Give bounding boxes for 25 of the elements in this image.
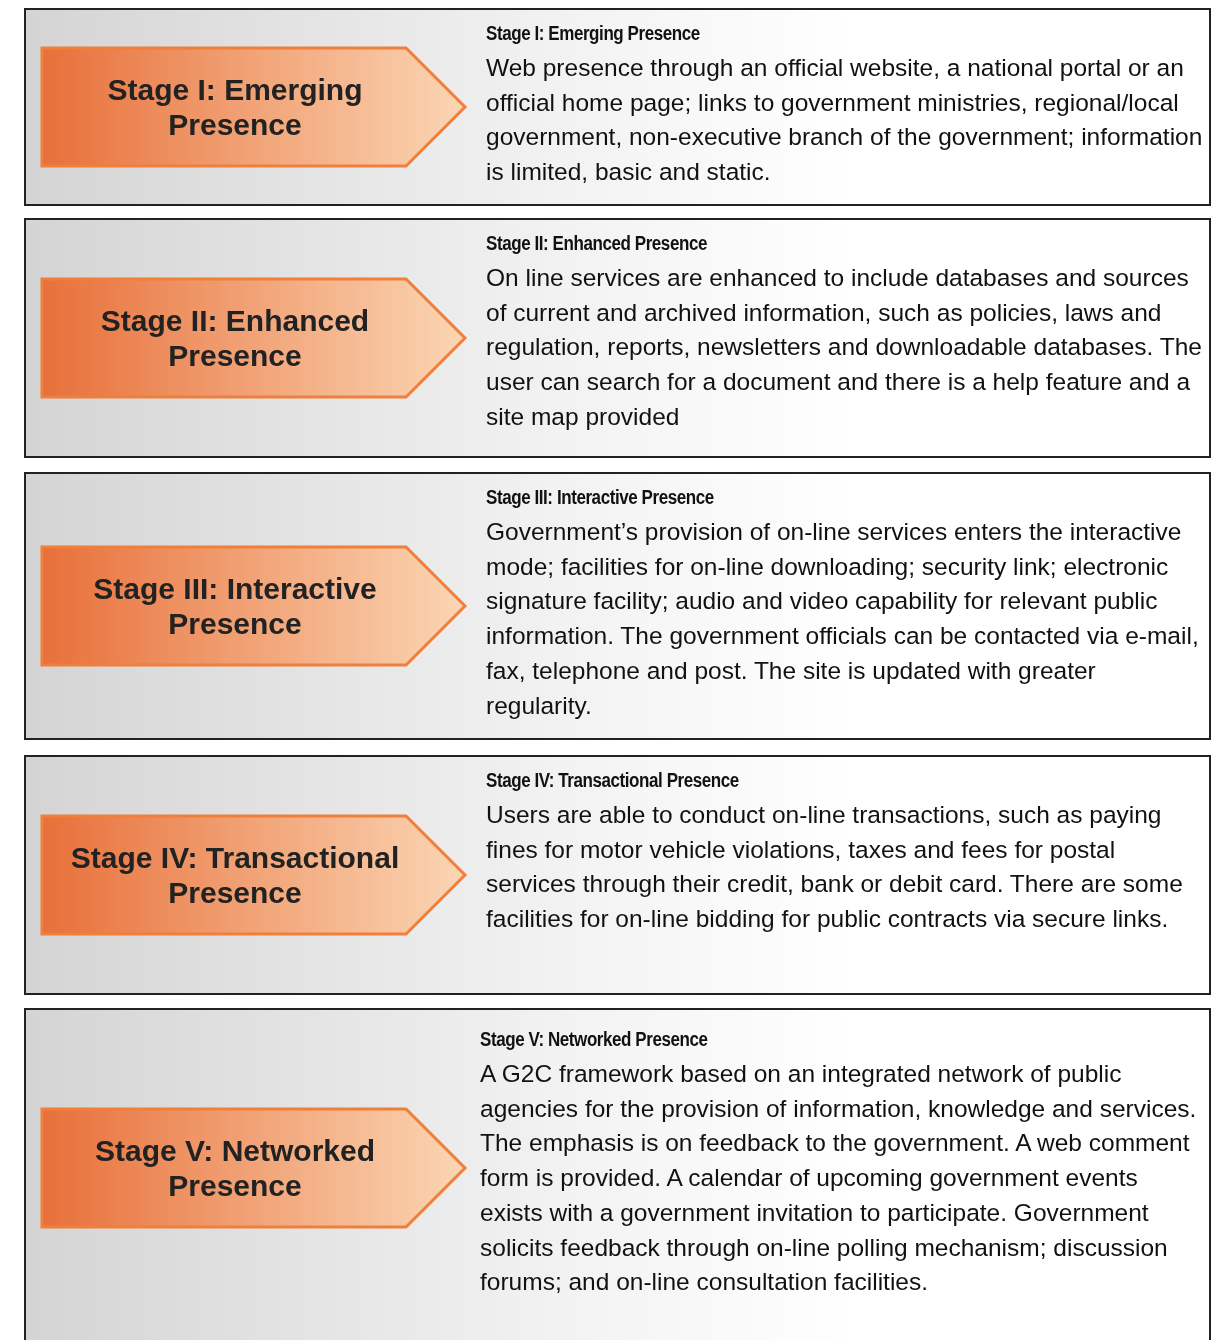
stage-arrow bbox=[40, 814, 468, 936]
stage-description: On line services are enhanced to include databases and sources of current and archived information, such as policies, laws and regulation, reports, newsletters and downloadable databases. The user can search for a document and there is a help feature and a site map provided bbox=[486, 263, 1203, 432]
stage-panel bbox=[24, 1008, 1211, 1340]
stage-description: Users are able to conduct on-line transactions, such as paying fines for motor vehicle violations, taxes and fees for postal services through their credit, bank or debit card. There are some facilities for on-line bidding for public contracts via secure links. bbox=[486, 800, 1184, 935]
stage-description: A G2C framework based on an integrated network of public agencies for the provision of information, knowledge and services. The emphasis is on feedback to the government. A web comment form is provided. A calendar of upcoming government events exists with a government invitation to participate. Government solicits feedback through on-line polling mechanism; discussion forums; and on-line consultation facilities. bbox=[480, 1059, 1198, 1298]
stage-panel bbox=[24, 8, 1211, 206]
stage-heading: Stage V: Networked Presence bbox=[480, 1028, 709, 1051]
stage-description: Government’s provision of on-line services enters the interactive mode; facilities for on-line downloading; security link; electronic signature facility; audio and video capability for relevant public information. The government officials can be contacted via e-mail, fax, telephone and post. The site is updated with greater regularity. bbox=[486, 517, 1200, 721]
stage-title: Stage II: Enhanced Presence bbox=[99, 303, 371, 373]
stage-arrow bbox=[40, 277, 468, 399]
stage-heading: Stage III: Interactive Presence bbox=[486, 486, 715, 509]
stage-heading: Stage IV: Transactional Presence bbox=[486, 769, 740, 792]
stage-arrow bbox=[40, 545, 468, 667]
stage-panel bbox=[24, 755, 1211, 995]
stage-panel bbox=[24, 218, 1211, 458]
stage-title: Stage I: Emerging Presence bbox=[106, 72, 364, 142]
stage-description: Web presence through an official website, a national portal or an official home page; links to government ministries, regional/local government, non-executive branch of the government; information is limited, basic and static. bbox=[486, 53, 1204, 188]
stage-arrow bbox=[40, 1107, 468, 1229]
stage-arrow bbox=[40, 46, 468, 168]
stage-title: Stage IV: Transactional Presence bbox=[69, 840, 401, 910]
stage-heading: Stage II: Enhanced Presence bbox=[486, 232, 708, 255]
stage-title: Stage V: Networked Presence bbox=[93, 1133, 377, 1203]
stage-panel bbox=[24, 472, 1211, 740]
stage-title: Stage III: Interactive Presence bbox=[92, 571, 378, 641]
stage-heading: Stage I: Emerging Presence bbox=[486, 22, 701, 45]
